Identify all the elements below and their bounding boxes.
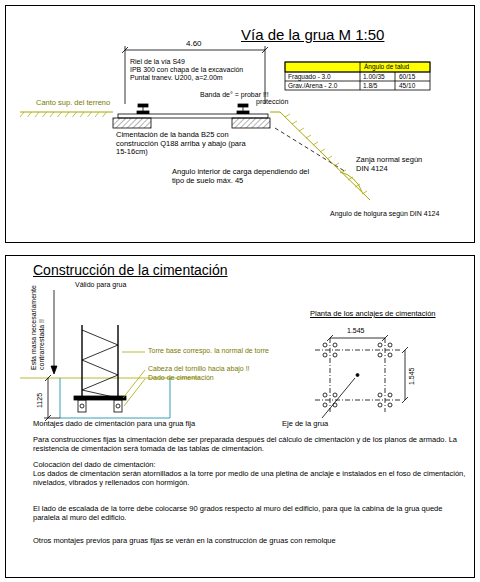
dimension: 1.545 [408,367,416,385]
axis-label: Eje de la grua [282,420,328,429]
paragraph: El lado de escalada de la torre debe col… [33,505,468,522]
ground-label: Canto sup. del terreno [36,99,110,108]
table-cell: 60/15 [399,73,415,80]
panel-title: Vía de la grua M 1:50 [241,26,384,43]
note: Angulo de holgura según DIN 4124 [330,210,439,218]
paragraph: Los dados de cimentación serán atornilla… [33,470,468,487]
drawing-panel: Construcción de la cimentación [5,255,475,578]
table-header: Ángulo de talud [364,63,409,70]
paragraph: Otros montajes previos para gruas fijas … [33,537,468,546]
table-cell: Grav./Arena - 2.0 [288,82,337,89]
part-label: Puntal tranev. U200, a=2.00m [130,74,223,82]
table-cell: 1.8/5 [363,82,377,89]
part-label: Torre base correspo. la normal de torre [148,347,269,355]
part-label: Cabeza del tornillo hacia abajo !! [148,365,250,373]
note: Banda de° = probar !!! [200,91,269,99]
plan-title: Planta de los anclajes de cimentación [310,310,436,319]
part-label: Cimentación de la banda B25 con construc… [116,131,251,157]
table-cell: Fraguado - 3.0 [288,73,331,80]
paragraph: Colocación del dado de cimentación: [33,461,156,470]
dimension: 1.545 [347,327,365,335]
note: Angulo interior de carga dependiendo del… [172,168,322,185]
paragraph: Montajes dado de cimentación para una gr… [33,420,195,429]
panel-title: Construcción de la cimentación [33,262,228,278]
table-cell: 45/10 [399,82,415,89]
drawing-panel: Vía de la grua M 1:50 [5,5,475,243]
part-label: Dado de cimentación [148,374,214,382]
note: Válido para grua [75,281,126,289]
part-label: Riel de la vía S49 [130,58,185,66]
table-cell: 1.00/35 [363,73,385,80]
note: Esta masa necesariamente contrarrestada … [30,275,46,370]
part-label: protección [256,98,288,106]
dimension: 4.60 [186,39,202,48]
paragraph: Para construcciones fijas la cimentación… [33,436,468,453]
note: Zanja normal según DIN 4124 [356,156,436,173]
part-label: IPB 300 con chapa de la excavación [130,66,243,74]
dimension: 1125 [36,393,44,408]
